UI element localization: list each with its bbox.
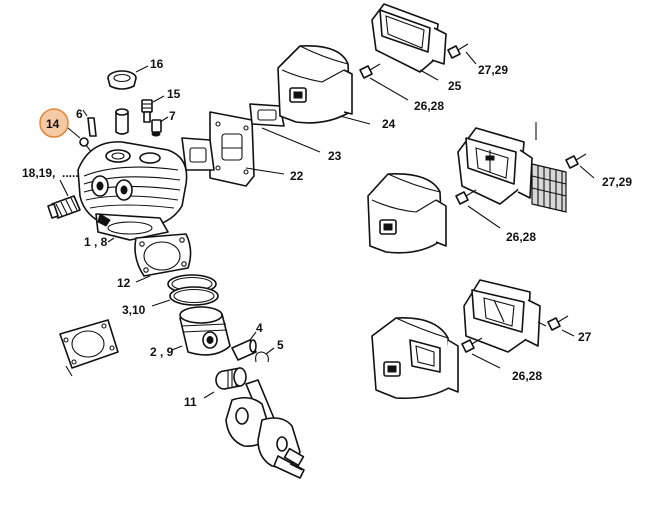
- callout-4[interactable]: 4: [256, 321, 263, 335]
- callout-11[interactable]: 11: [184, 395, 197, 409]
- part-15-valve[interactable]: [141, 99, 153, 123]
- part-mid-muffler[interactable]: [367, 173, 447, 254]
- part-bottom-muffler[interactable]: [371, 317, 459, 400]
- part-27-29-screw-top[interactable]: [447, 43, 469, 59]
- part-24-muffler[interactable]: [277, 45, 353, 124]
- callout-2-9[interactable]: 2 , 9: [150, 345, 174, 359]
- callout-14-highlight[interactable]: 14: [39, 108, 69, 138]
- callout-16[interactable]: 16: [150, 57, 164, 71]
- part-23-gasket[interactable]: [249, 103, 285, 127]
- part-5-circlip[interactable]: [255, 351, 269, 363]
- callout-1-8[interactable]: 1 , 8: [84, 235, 108, 249]
- callout-14-circle[interactable]: [39, 108, 69, 138]
- part-25-cover[interactable]: [371, 3, 447, 73]
- part-7-fitting[interactable]: [151, 119, 162, 137]
- callout-24[interactable]: 24: [382, 117, 396, 131]
- callout-27-29-top[interactable]: 27,29: [478, 63, 508, 77]
- callout-26-28-top[interactable]: 26,28: [414, 99, 444, 113]
- callout-18-19[interactable]: 18,19,: [22, 166, 55, 180]
- callout-22[interactable]: 22: [290, 169, 304, 183]
- part-bottom-cover[interactable]: [463, 279, 541, 353]
- part-22-gasket-plate[interactable]: [209, 111, 255, 187]
- part-3-10-rings[interactable]: [167, 274, 219, 306]
- part-mid-cover[interactable]: [457, 127, 533, 205]
- part-cylinder[interactable]: [77, 141, 188, 241]
- callout-3-10[interactable]: 3,10: [122, 303, 146, 317]
- part-11-needle-cage[interactable]: [215, 367, 247, 390]
- part-spark-screen[interactable]: [531, 163, 567, 213]
- callout-27-29-mid[interactable]: 27,29: [602, 175, 632, 189]
- part-18-insert[interactable]: [47, 195, 81, 219]
- part-26-28-screw-top[interactable]: [359, 63, 381, 79]
- part-26-28-screw-bot[interactable]: [461, 337, 483, 353]
- callout-18-dots: .....: [62, 166, 79, 180]
- callout-15[interactable]: 15: [167, 87, 181, 101]
- callout-7[interactable]: 7: [169, 109, 176, 123]
- callout-27[interactable]: 27: [578, 330, 592, 344]
- callout-5[interactable]: 5: [277, 338, 284, 352]
- part-12-gasket[interactable]: [134, 233, 192, 277]
- part-6-pin[interactable]: [87, 117, 97, 137]
- callout-12[interactable]: 12: [117, 276, 131, 290]
- callout-6[interactable]: 6: [76, 107, 83, 121]
- part-flange-gasket[interactable]: [59, 319, 119, 369]
- part-26-28-screw-mid[interactable]: [455, 189, 477, 205]
- part-16-cap[interactable]: [107, 70, 137, 90]
- part-2-9-piston[interactable]: [179, 306, 231, 356]
- callout-25[interactable]: 25: [448, 79, 462, 93]
- part-valve-body[interactable]: [115, 108, 129, 135]
- callout-14[interactable]: 14: [46, 117, 60, 131]
- part-small-gasket[interactable]: [181, 137, 215, 171]
- callout-26-28-bot[interactable]: 26,28: [512, 369, 542, 383]
- part-27-screw[interactable]: [547, 315, 569, 331]
- callout-23[interactable]: 23: [328, 149, 342, 163]
- callout-26-28-mid[interactable]: 26,28: [506, 230, 536, 244]
- part-crankshaft[interactable]: [225, 379, 305, 479]
- part-4-pin[interactable]: [231, 339, 257, 361]
- part-27-29-screw-mid[interactable]: [565, 153, 587, 169]
